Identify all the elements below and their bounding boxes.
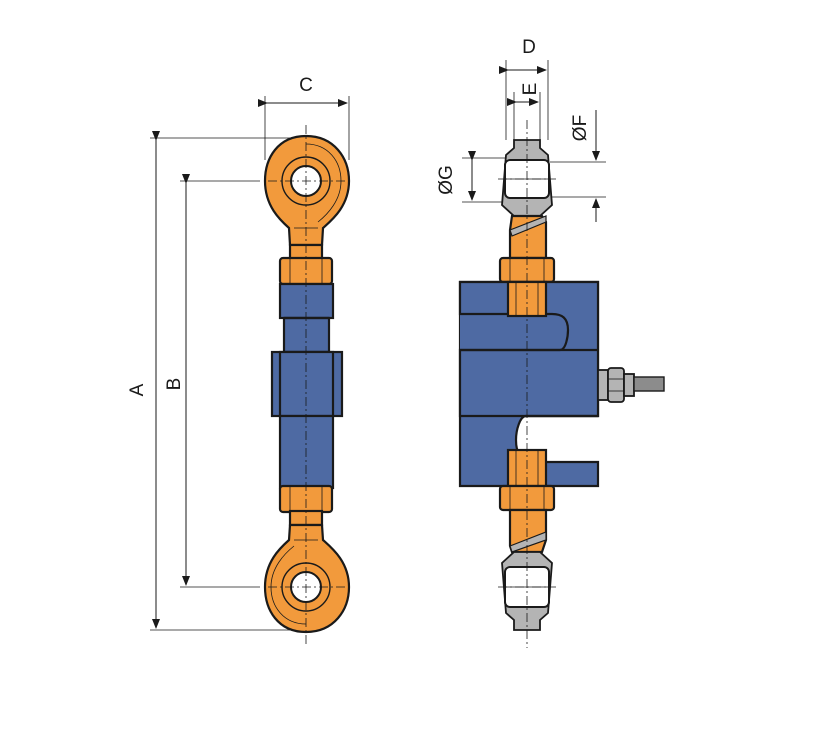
dimension-g-label: ØG <box>436 165 457 195</box>
bottom-rod-end <box>263 509 351 634</box>
dimension-b-label: B <box>164 378 185 391</box>
cable-gland <box>597 367 635 403</box>
dimension-f-label: ØF <box>570 115 591 141</box>
dimension-a-label: A <box>127 383 148 396</box>
cable <box>633 376 665 392</box>
dimension-d-label: D <box>522 37 536 58</box>
front-body <box>270 282 344 490</box>
top-rod-end <box>263 134 351 261</box>
dimension-c-label: C <box>299 75 313 96</box>
dimension-e-label: E <box>520 83 541 96</box>
s-type-body <box>458 280 600 488</box>
front-view: A B C <box>127 75 351 645</box>
side-view: D E ØG ØF <box>436 37 665 648</box>
